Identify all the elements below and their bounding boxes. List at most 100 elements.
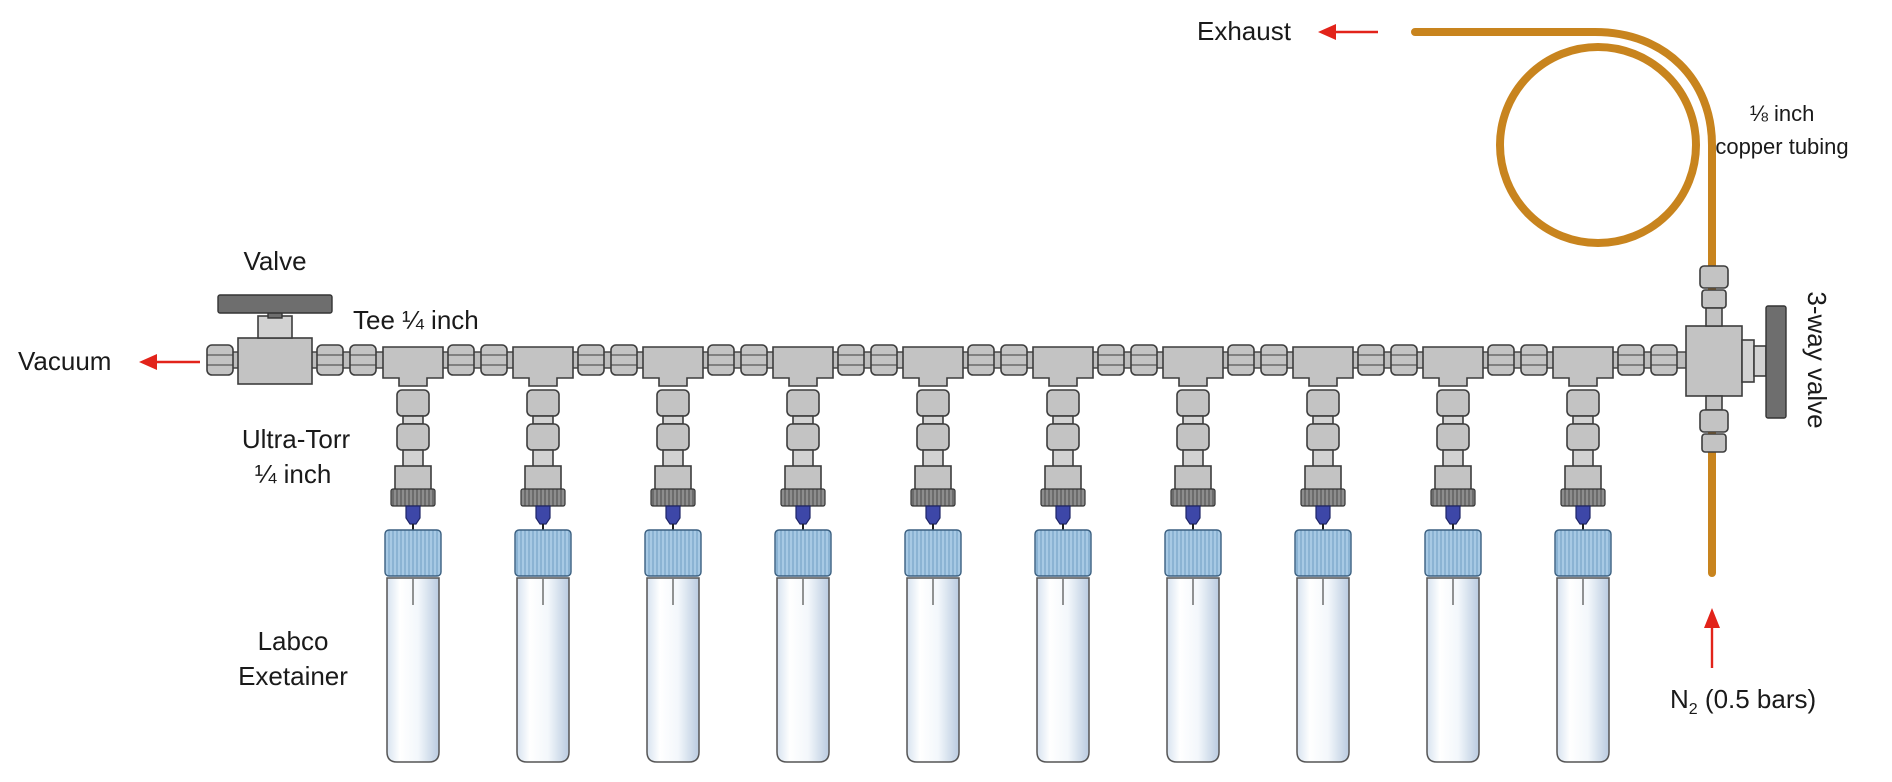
knurled-ring xyxy=(650,488,696,507)
knurled-ring xyxy=(1430,488,1476,507)
septum-cap xyxy=(1294,529,1352,577)
ultratorr-body xyxy=(1564,465,1602,493)
fitting-nut xyxy=(1650,344,1678,376)
vial-units xyxy=(316,344,1678,763)
n2-suffix: (0.5 bars) xyxy=(1698,684,1817,714)
knurled-ring xyxy=(390,488,436,507)
exhaust-arrow xyxy=(1318,24,1378,40)
vertical-stem xyxy=(662,415,684,425)
vertical-stem xyxy=(1572,415,1594,425)
n2-prefix: N xyxy=(1670,684,1689,714)
fitting-nut xyxy=(577,344,605,376)
needle-hub xyxy=(1315,505,1331,525)
fitting-nut xyxy=(1000,344,1028,376)
vertical-stem xyxy=(1442,415,1464,425)
copper-tubing-label-1: ⅛ inch xyxy=(1750,101,1815,126)
vial-unit xyxy=(512,344,638,763)
fitting-nut xyxy=(1260,344,1288,376)
septum-cap xyxy=(514,529,572,577)
tee-fitting xyxy=(1292,346,1354,387)
vertical-nut xyxy=(916,423,950,451)
vertical-stem xyxy=(532,415,554,425)
fitting-nut xyxy=(1520,344,1548,376)
vertical-nut xyxy=(1566,423,1600,451)
left-end-fitting xyxy=(206,344,234,376)
vial-unit xyxy=(1422,344,1548,763)
exetainer-vial xyxy=(1556,577,1610,763)
vertical-nut xyxy=(786,423,820,451)
n2-subscript: 2 xyxy=(1689,701,1698,718)
tee-fitting xyxy=(902,346,964,387)
copper-tubing-label-2: copper tubing xyxy=(1715,134,1848,159)
ultratorr-label-1: Ultra-Torr xyxy=(242,424,351,454)
fitting-nut xyxy=(349,344,377,376)
vertical-stem xyxy=(792,415,814,425)
vertical-nut xyxy=(526,389,560,417)
ultratorr-body xyxy=(1434,465,1472,493)
fitting-nut xyxy=(447,344,475,376)
fitting-nut xyxy=(480,344,508,376)
fitting-nut xyxy=(870,344,898,376)
vertical-nut xyxy=(656,423,690,451)
ultratorr-body xyxy=(1304,465,1342,493)
ultratorr-body xyxy=(914,465,952,493)
fitting-nut xyxy=(837,344,865,376)
vertical-nut xyxy=(1436,389,1470,417)
vertical-nut xyxy=(396,423,430,451)
vertical-nut xyxy=(656,389,690,417)
septum-cap xyxy=(1424,529,1482,577)
vertical-stem xyxy=(1052,415,1074,425)
copper-tubing xyxy=(1411,28,1716,577)
septum-cap xyxy=(644,529,702,577)
vial-unit xyxy=(902,344,1028,763)
exetainer-vial xyxy=(516,577,570,763)
vial-unit xyxy=(772,344,898,763)
vertical-nut xyxy=(1566,389,1600,417)
ultratorr-label-2: ¼ inch xyxy=(255,459,332,489)
vial-unit xyxy=(1162,344,1288,763)
exetainer-vial xyxy=(1296,577,1350,763)
vertical-stem xyxy=(1312,415,1334,425)
septum-cap xyxy=(774,529,832,577)
valve xyxy=(217,294,333,385)
vacuum-arrow xyxy=(139,354,200,370)
exetainer-vial xyxy=(1166,577,1220,763)
septum-cap xyxy=(1554,529,1612,577)
vertical-nut xyxy=(786,389,820,417)
needle-hub xyxy=(665,505,681,525)
needle-hub xyxy=(1575,505,1591,525)
septum-cap xyxy=(1164,529,1222,577)
labco-label-2: Exetainer xyxy=(238,661,348,691)
fitting-nut xyxy=(740,344,768,376)
knurled-ring xyxy=(520,488,566,507)
valve-label: Valve xyxy=(243,246,306,276)
tee-fitting xyxy=(642,346,704,387)
exetainer-vial xyxy=(1036,577,1090,763)
knurled-ring xyxy=(1560,488,1606,507)
exetainer-vial xyxy=(776,577,830,763)
vertical-nut xyxy=(1046,423,1080,451)
fitting-nut xyxy=(1487,344,1515,376)
needle-hub xyxy=(1055,505,1071,525)
vertical-nut xyxy=(396,389,430,417)
vertical-stem xyxy=(922,415,944,425)
n2-label: N2 (0.5 bars) xyxy=(1670,684,1816,718)
ultratorr-body xyxy=(1044,465,1082,493)
needle-hub xyxy=(535,505,551,525)
exhaust-label: Exhaust xyxy=(1197,16,1292,46)
exetainer-vial xyxy=(386,577,440,763)
ultratorr-body xyxy=(654,465,692,493)
septum-cap xyxy=(1034,529,1092,577)
tee-fitting xyxy=(512,346,574,387)
fitting-nut xyxy=(1097,344,1125,376)
three-way-valve-label: 3-way valve xyxy=(1802,291,1832,428)
three-way-valve xyxy=(1685,265,1787,453)
fitting-nut xyxy=(1390,344,1418,376)
fitting-nut xyxy=(610,344,638,376)
knurled-ring xyxy=(1040,488,1086,507)
exetainer-vial xyxy=(906,577,960,763)
knurled-ring xyxy=(780,488,826,507)
ultratorr-body xyxy=(394,465,432,493)
fitting-nut xyxy=(1357,344,1385,376)
fitting-nut xyxy=(967,344,995,376)
